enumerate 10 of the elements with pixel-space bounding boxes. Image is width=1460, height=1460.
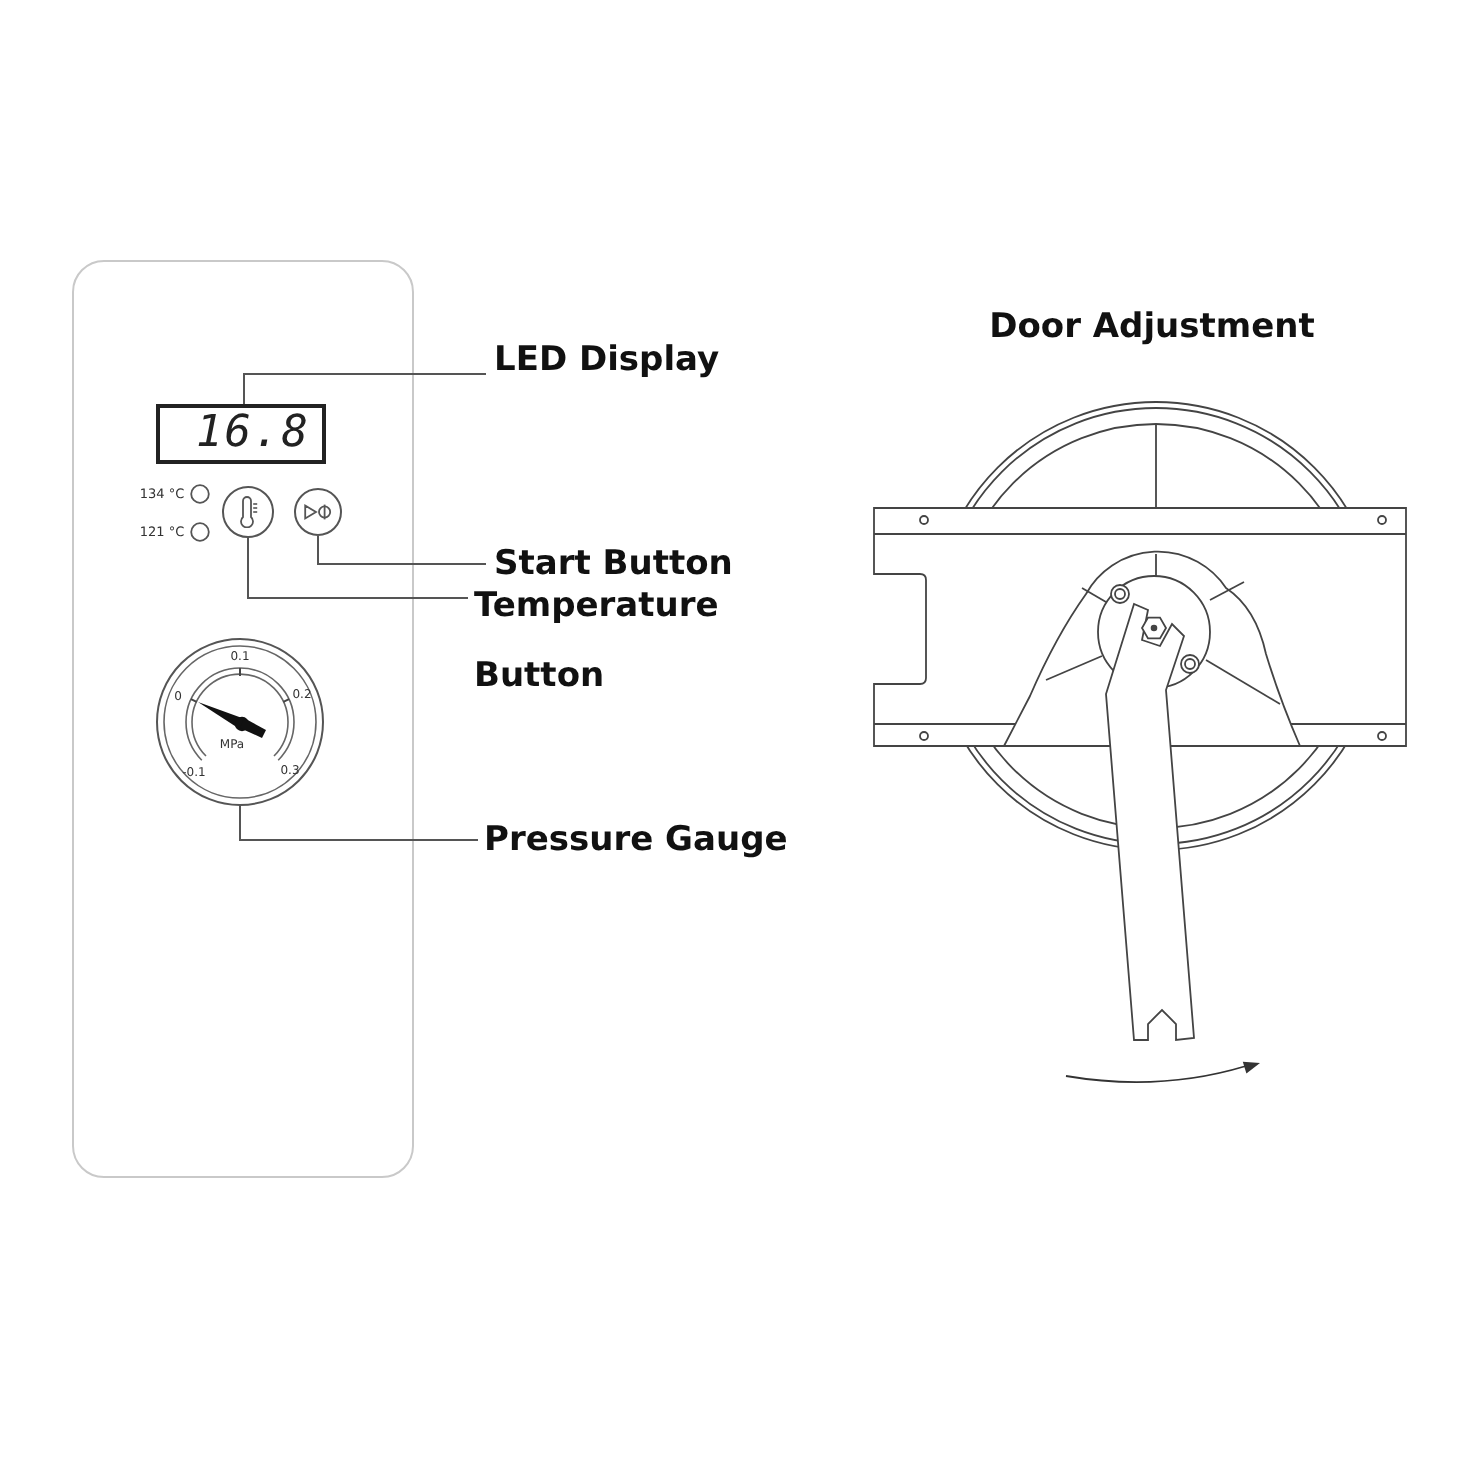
leader-line (243, 373, 487, 405)
part-label: LED Display (494, 338, 720, 382)
leader-line (247, 537, 469, 599)
section-heading: Door Adjustment (989, 311, 1315, 345)
led-display: 16.8 (156, 404, 326, 464)
part-label: Pressure Gauge (484, 818, 788, 862)
round-button (294, 488, 342, 536)
round-button (222, 486, 274, 538)
leader-line (317, 535, 487, 565)
leader-line (239, 805, 479, 841)
